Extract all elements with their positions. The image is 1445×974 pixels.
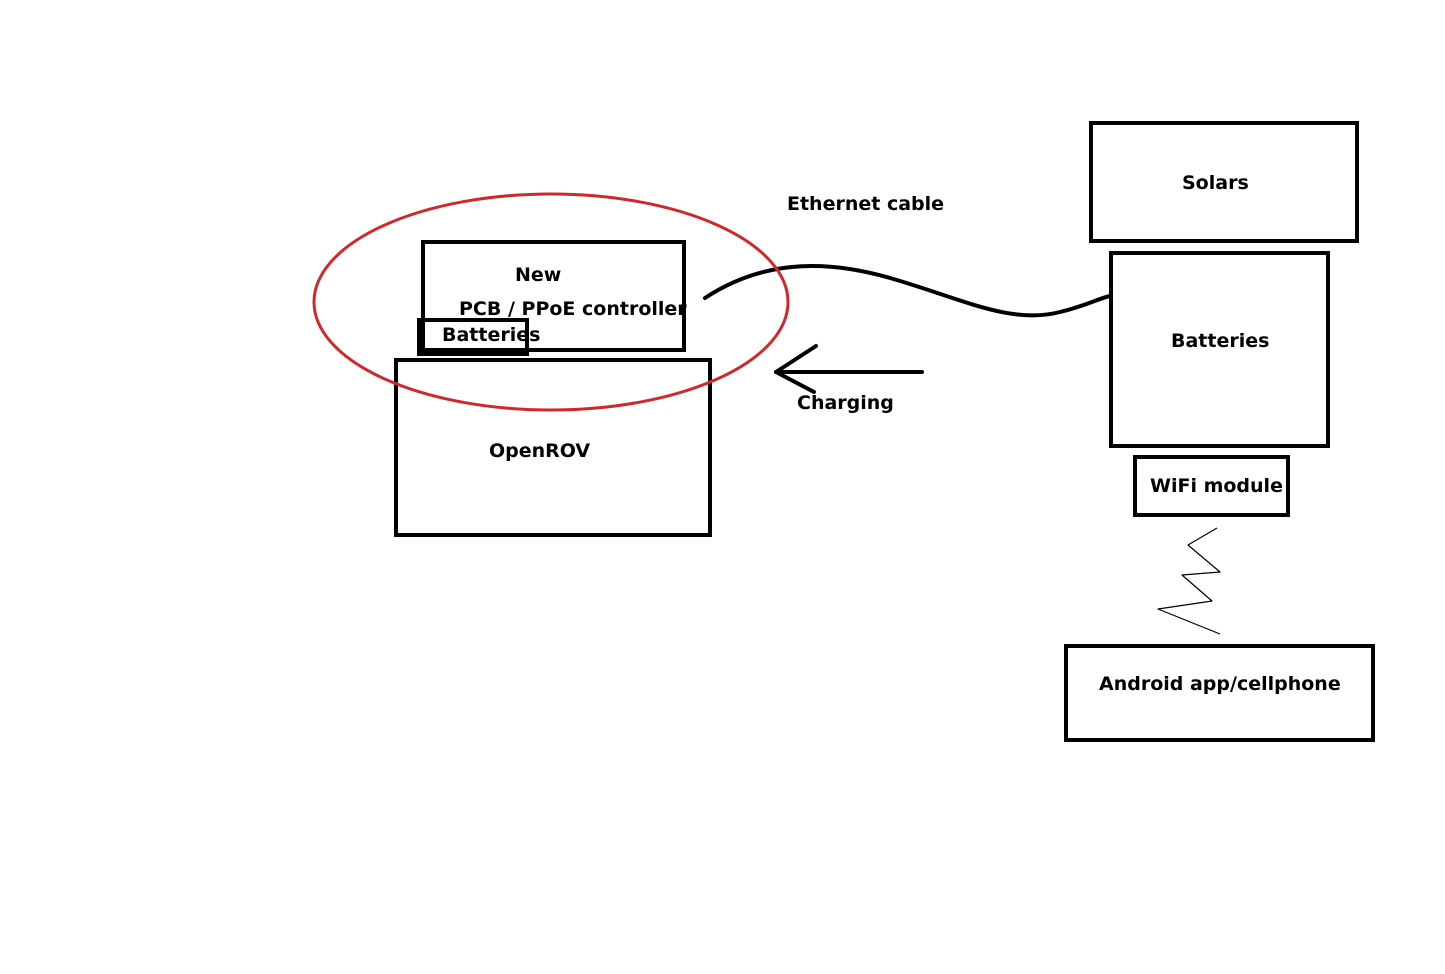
rov-batteries-label: Batteries (442, 324, 541, 346)
wifi-module-label: WiFi module (1150, 475, 1283, 497)
base-batteries-box (1109, 251, 1330, 448)
charging-label: Charging (797, 392, 894, 414)
controller-label-pcb: PCB / PPoE controller (459, 298, 687, 320)
ethernet-cable-label: Ethernet cable (787, 193, 945, 215)
solars-box (1089, 121, 1359, 243)
wifi-module-box (1133, 455, 1290, 517)
controller-label-new: New (515, 264, 562, 286)
phone-label: Android app/cellphone (1099, 673, 1341, 695)
ethernet-cable-line (703, 264, 1112, 318)
solars-label: Solars (1182, 172, 1249, 194)
charging-arrow (774, 344, 924, 394)
openrov-label: OpenROV (489, 440, 591, 462)
base-batteries-label: Batteries (1171, 330, 1270, 352)
wireless-signal-icon (1157, 527, 1221, 635)
phone-box (1064, 644, 1375, 742)
